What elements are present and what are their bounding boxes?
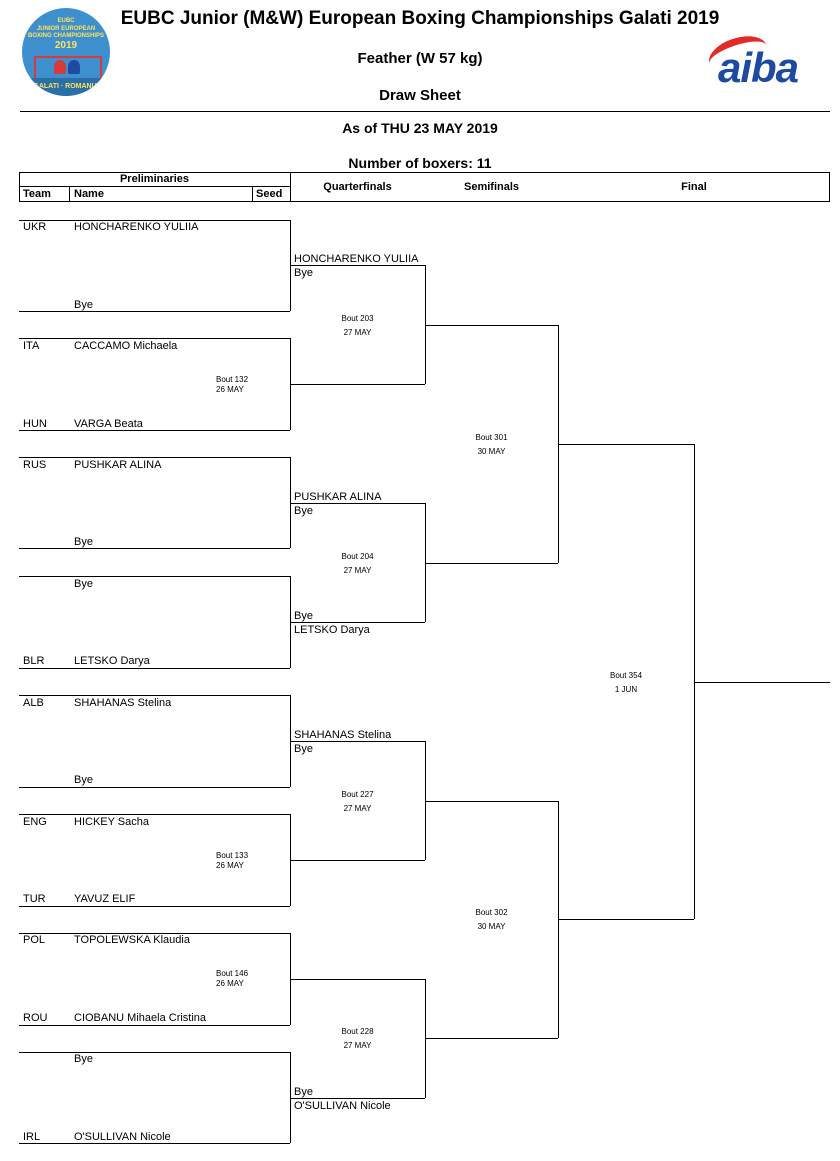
entry-name: LETSKO Darya (74, 655, 150, 667)
entry-name: Bye (74, 1053, 93, 1065)
entry-team: HUN (23, 418, 47, 430)
bout-date: 30 MAY (477, 922, 506, 931)
num-boxers: Number of boxers: 11 (348, 155, 492, 171)
bout-date: 26 MAY (216, 979, 244, 988)
eubc-logo: EUBC JUNIOR EUROPEAN BOXING CHAMPIONSHIP… (22, 8, 110, 96)
logo-line1: EUBC (57, 18, 75, 24)
qf-name: HONCHARENKO YULIIA (294, 253, 419, 265)
bout-date: 26 MAY (216, 385, 244, 394)
bout-number: Bout 302 (475, 908, 508, 917)
entry-team: IRL (23, 1131, 41, 1143)
entry-name: HONCHARENKO YULIIA (74, 221, 199, 233)
entry-team: ENG (23, 816, 47, 828)
entry-name: O'SULLIVAN Nicole (74, 1131, 171, 1143)
col-seed: Seed (256, 188, 283, 200)
logo-city: GALATI · ROMANIA (33, 83, 99, 90)
entry-name: Bye (74, 299, 93, 311)
qf-name: PUSHKAR ALINA (294, 491, 382, 503)
entry-name: YAVUZ ELIF (74, 893, 136, 905)
entry-team: BLR (23, 655, 45, 667)
bout-date: 27 MAY (343, 1041, 372, 1050)
entry-team: POL (23, 934, 46, 946)
bout-number: Bout 354 (609, 671, 643, 680)
weight-class: Feather (W 57 kg) (357, 50, 483, 67)
aiba-logo: aiba (704, 29, 822, 96)
entry-name: CIOBANU Mihaela Cristina (74, 1012, 207, 1024)
entry-team: TUR (23, 893, 46, 905)
bout-number: Bout 204 (341, 552, 374, 561)
col-name: Name (74, 188, 104, 200)
bout-number: Bout 228 (341, 1027, 374, 1036)
bout-number: Bout 203 (341, 314, 374, 323)
qf-name: SHAHANAS Stelina (294, 729, 392, 741)
col-semifinals: Semifinals (463, 181, 520, 193)
entry-team: ALB (23, 697, 44, 709)
entry-name: VARGA Beata (74, 418, 143, 430)
col-final: Final (681, 181, 707, 193)
qf-note: Bye (294, 267, 313, 279)
aiba-wordmark: aiba (718, 44, 799, 91)
boxer-icon (68, 60, 80, 74)
qf-note: Bye (294, 1086, 313, 1098)
qf-note: Bye (294, 610, 313, 622)
bout-number: Bout 301 (475, 433, 508, 442)
logo-line2: JUNIOR EUROPEAN (36, 26, 96, 32)
entry-team: UKR (23, 221, 47, 233)
col-preliminaries: Preliminaries (119, 173, 190, 185)
col-quarterfinals: Quarterfinals (323, 181, 392, 193)
boxing-ring-icon (34, 56, 102, 80)
qf-note: Bye (294, 743, 313, 755)
bout-date: 27 MAY (343, 804, 372, 813)
logo-year: 2019 (54, 40, 78, 51)
as-of-date: As of THU 23 MAY 2019 (342, 120, 498, 136)
entry-name: Bye (74, 774, 93, 786)
entry-team: ITA (23, 340, 40, 352)
bout-number: Bout 132 (216, 375, 249, 384)
entry-name: CACCAMO Michaela (74, 340, 178, 352)
bout-number: Bout 227 (341, 790, 374, 799)
entry-name: PUSHKAR ALINA (74, 459, 162, 471)
qf-name: O'SULLIVAN Nicole (294, 1100, 391, 1112)
entry-name: SHAHANAS Stelina (74, 697, 172, 709)
boxer-icon (54, 60, 66, 74)
bout-date: 1 JUN (614, 685, 638, 694)
entry-name: TOPOLEWSKA Klaudia (74, 934, 190, 946)
bout-number: Bout 146 (216, 969, 249, 978)
bout-date: 30 MAY (477, 447, 506, 456)
logo-line3: BOXING CHAMPIONSHIPS (27, 33, 104, 39)
qf-name: LETSKO Darya (294, 624, 370, 636)
bout-date: 27 MAY (343, 566, 372, 575)
doc-type: Draw Sheet (379, 87, 461, 104)
entry-name: HICKEY Sacha (74, 816, 150, 828)
bout-date: 26 MAY (216, 861, 244, 870)
entry-team: ROU (23, 1012, 48, 1024)
page-title: EUBC Junior (M&W) European Boxing Champi… (120, 8, 720, 29)
entry-name: Bye (74, 578, 93, 590)
qf-note: Bye (294, 505, 313, 517)
entry-team: RUS (23, 459, 47, 471)
bout-number: Bout 133 (216, 851, 249, 860)
bout-date: 27 MAY (343, 328, 372, 337)
entry-name: Bye (74, 536, 93, 548)
col-team: Team (23, 188, 51, 200)
